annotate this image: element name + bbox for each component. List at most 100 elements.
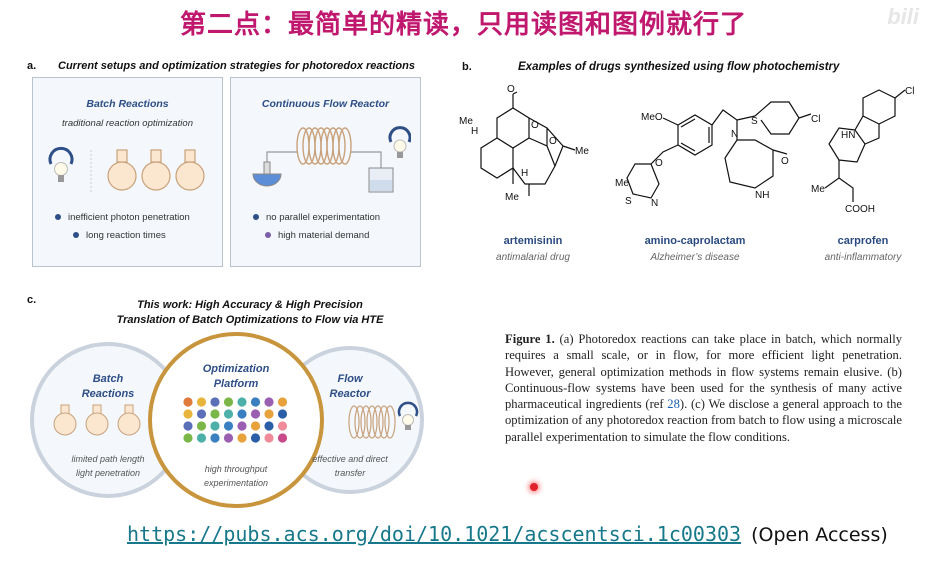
batch-sub-line2: light penetration (75, 468, 141, 478)
caption-ref-link[interactable]: 28 (667, 397, 680, 412)
well (264, 409, 274, 419)
well (277, 397, 288, 407)
platform-title-line2: Platform (213, 378, 259, 390)
reservoir-flask-icon (252, 161, 282, 187)
bullet-text: inefficient photon penetration (68, 212, 190, 223)
atom-me: Me (505, 192, 519, 203)
collection-beaker-icon (368, 167, 394, 193)
platform-sub-line2: experimentation (203, 478, 269, 488)
atom-n: N (731, 129, 738, 140)
panel-b-title: Examples of drugs synthesized using flow… (518, 61, 840, 73)
bullet-text: no parallel experimentation (266, 212, 381, 223)
drug-name-carprofen: carprofen (837, 235, 889, 247)
well (210, 397, 220, 407)
batch-flasks-illustration (48, 146, 205, 192)
flow-bullet-2: high material demand (265, 230, 369, 241)
well (196, 397, 207, 407)
panel-c-workflow-diagram (30, 332, 424, 508)
well (183, 397, 193, 407)
batch-title-line2: Reactions (81, 388, 135, 400)
well (277, 421, 288, 431)
footer: https://pubs.acs.org/doi/10.1021/acscent… (127, 522, 888, 546)
well (264, 433, 274, 443)
panel-b-label: b. (462, 61, 472, 73)
figure-caption: Figure 1. (a) Photoredox reactions can t… (505, 331, 902, 445)
atom-s: S (751, 116, 758, 127)
well (237, 433, 247, 443)
atom-hn: HN (841, 130, 855, 141)
atom-h: H (471, 126, 478, 137)
atom-meo: MeO (641, 112, 663, 123)
drug-name-amino-caprolactam: amino-caprolactam (644, 235, 746, 247)
flow-title-line2: Reactor (329, 388, 371, 400)
well (250, 421, 261, 431)
atom-o: O (507, 84, 515, 95)
flow-title-line1: Flow (337, 373, 363, 385)
atom-me: Me (459, 116, 473, 127)
flow-coil-icon (348, 405, 396, 439)
flow-sub-line1: effective and direct (312, 454, 388, 464)
panel-a-label: a. (27, 60, 37, 72)
well (223, 421, 234, 431)
well-plate-grid (183, 397, 288, 443)
atom-cooh: COOH (845, 204, 875, 215)
well (264, 421, 274, 431)
batch-bullet-1: inefficient photon penetration (55, 212, 190, 223)
well (277, 433, 288, 443)
well (237, 421, 247, 431)
panel-c-label: c. (27, 294, 37, 306)
bullet-dot (265, 232, 271, 239)
bullet-dot (253, 214, 259, 221)
drug-use-amino-caprolactam: Alzheimer’s disease (650, 252, 740, 263)
platform-title-line1: Optimization (202, 363, 270, 375)
atom-me: Me (811, 184, 825, 195)
batch-title-line1: Batch (92, 373, 124, 385)
round-flask-icons (107, 149, 205, 191)
panel-a-title: Current setups and optimization strategi… (58, 60, 415, 72)
batch-bullet-2: long reaction times (73, 230, 166, 241)
flow-sub-line2: transfer (334, 468, 366, 478)
flow-box-title: Continuous Flow Reactor (261, 98, 390, 110)
drug-name-artemisinin: artemisinin (503, 235, 563, 247)
atom-cl: Cl (811, 114, 820, 125)
panel-c-title-line1: This work: High Accuracy & High Precisio… (137, 299, 363, 311)
atom-cl: Cl (905, 86, 914, 97)
well (223, 433, 234, 443)
bullet-dot (73, 232, 79, 239)
well (264, 397, 274, 407)
well (250, 433, 261, 443)
well (277, 409, 288, 419)
batch-circle-subtitle: limited path length light penetration (38, 452, 178, 480)
well (183, 433, 193, 443)
batch-box-title: Batch Reactions (86, 98, 169, 110)
well (210, 421, 220, 431)
well (210, 409, 220, 419)
drug-structures: O H Me O O Me H Me MeO O N S Cl NH O Me … (459, 84, 914, 215)
bullet-text: high material demand (278, 230, 370, 241)
lightbulb-icon (397, 401, 419, 430)
continuous-flow-box: Continuous Flow Reactor no parallel expe… (230, 77, 421, 267)
batch-box-subtitle: traditional reaction optimization (62, 118, 193, 129)
coil-reactor-icon (296, 127, 352, 165)
panel-c-title-line2: Translation of Batch Optimizations to Fl… (116, 314, 384, 326)
well (223, 397, 234, 407)
doi-link[interactable]: https://pubs.acs.org/doi/10.1021/acscent… (127, 522, 742, 546)
flow-reactor-illustration (252, 126, 411, 193)
bilibili-watermark: bili (887, 4, 919, 29)
well (210, 433, 220, 443)
well (183, 409, 193, 419)
batch-flask-icons (53, 404, 141, 436)
well (196, 433, 207, 443)
atom-n: N (651, 198, 658, 209)
platform-circle (148, 332, 324, 508)
atom-s: S (625, 196, 632, 207)
well (250, 397, 261, 407)
platform-sub-line1: high throughput (204, 464, 268, 474)
well (250, 409, 261, 419)
batch-sub-line1: limited path length (71, 454, 145, 464)
drug-use-artemisinin: antimalarial drug (496, 252, 570, 263)
flow-bullet-1: no parallel experimentation (253, 212, 380, 223)
